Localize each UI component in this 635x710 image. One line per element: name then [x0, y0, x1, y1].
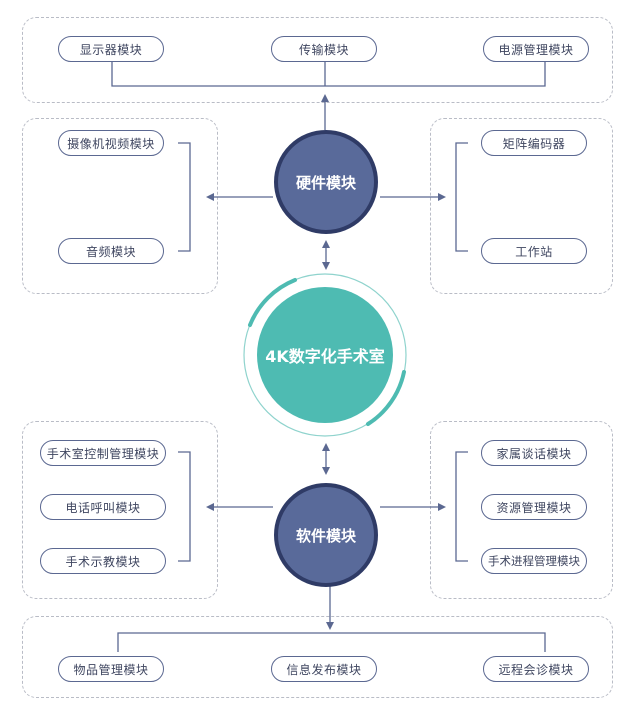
software-left-group: [22, 421, 218, 599]
center-ring: [243, 273, 407, 437]
supplies-management-module-pill: 物品管理模块: [58, 656, 164, 682]
remote-consultation-module-pill: 远程会诊模块: [483, 656, 589, 682]
software-right-bracket: [455, 451, 468, 562]
software-right-group: [430, 421, 613, 599]
hardware-right-bracket: [455, 142, 468, 252]
software-hub: 软件模块: [274, 483, 378, 587]
hardware-left-bracket: [178, 142, 191, 252]
transmission-module-pill: 传输模块: [271, 36, 377, 62]
workstation-pill: 工作站: [481, 238, 587, 264]
info-release-module-pill: 信息发布模块: [271, 656, 377, 682]
power-management-module-pill: 电源管理模块: [483, 36, 589, 62]
hardware-right-group: [430, 118, 613, 294]
or-control-module-pill: 手术室控制管理模块: [40, 440, 166, 466]
hardware-hub: 硬件模块: [274, 130, 378, 234]
hardware-left-group: [22, 118, 218, 294]
hardware-top-group: [22, 17, 613, 103]
family-talk-module-pill: 家属谈话模块: [481, 440, 587, 466]
phone-call-module-pill: 电话呼叫模块: [40, 494, 166, 520]
center-ring-arc-bottom: [366, 370, 406, 426]
resource-management-module-pill: 资源管理模块: [481, 494, 587, 520]
camera-video-module-pill: 摄像机视频模块: [58, 130, 164, 156]
surgery-teaching-module-pill: 手术示教模块: [40, 548, 166, 574]
matrix-encoder-pill: 矩阵编码器: [481, 130, 587, 156]
display-module-pill: 显示器模块: [58, 36, 164, 62]
center-ring-arc-top: [248, 278, 297, 327]
center-hub: 4K数字化手术室: [257, 287, 393, 423]
bottom-group-bracket: [117, 632, 546, 652]
audio-module-pill: 音频模块: [58, 238, 164, 264]
software-bottom-group: [22, 616, 613, 698]
software-left-bracket: [178, 451, 191, 562]
top-group-bracket: [111, 62, 546, 87]
surgery-progress-module-pill: 手术进程管理模块: [481, 548, 587, 574]
